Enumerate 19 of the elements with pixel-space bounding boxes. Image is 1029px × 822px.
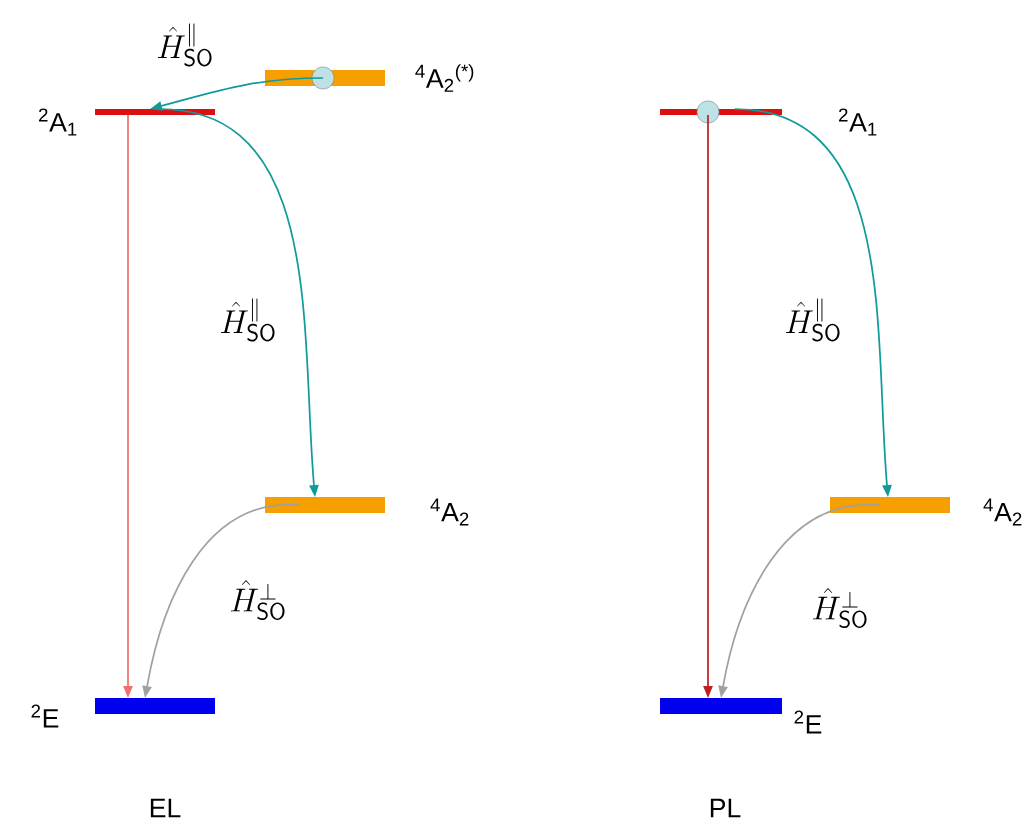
level-label: $^{2}$E xyxy=(794,710,822,734)
panel-label: PL xyxy=(710,798,741,818)
level-label: $^{2}$A$_{1}$ xyxy=(39,108,77,136)
level-label: $^{4}$A$_{2}$(*) xyxy=(415,64,474,92)
energy-level-bar xyxy=(830,497,950,513)
level-label: $^{4}$A$_{2}$ xyxy=(983,498,1022,526)
level-label: $^{4}$A$_{2}$ xyxy=(430,498,469,526)
panel-label: EL xyxy=(150,798,181,818)
edge-label: $\hat{H}^{\|}_{\mathsf{SO}}$ xyxy=(155,22,215,68)
edge-label: $\hat{H}^{\perp}_{\mathsf{SO}}$ xyxy=(810,586,870,630)
edge-label: $\hat{H}^{\perp}_{\mathsf{SO}}$ xyxy=(228,578,288,622)
energy-level-bar xyxy=(660,698,782,714)
level-label: $^{2}$E xyxy=(31,704,59,728)
energy-level-bar xyxy=(95,698,215,714)
level-label: $^{2}$A$_{1}$ xyxy=(839,108,877,136)
energy-level-bar xyxy=(265,497,385,513)
edge-label: $\hat{H}^{\|}_{\mathsf{SO}}$ xyxy=(783,297,843,343)
edge-label: $\hat{H}^{\|}_{\mathsf{SO}}$ xyxy=(218,297,278,343)
energy-level-bar xyxy=(95,109,215,115)
